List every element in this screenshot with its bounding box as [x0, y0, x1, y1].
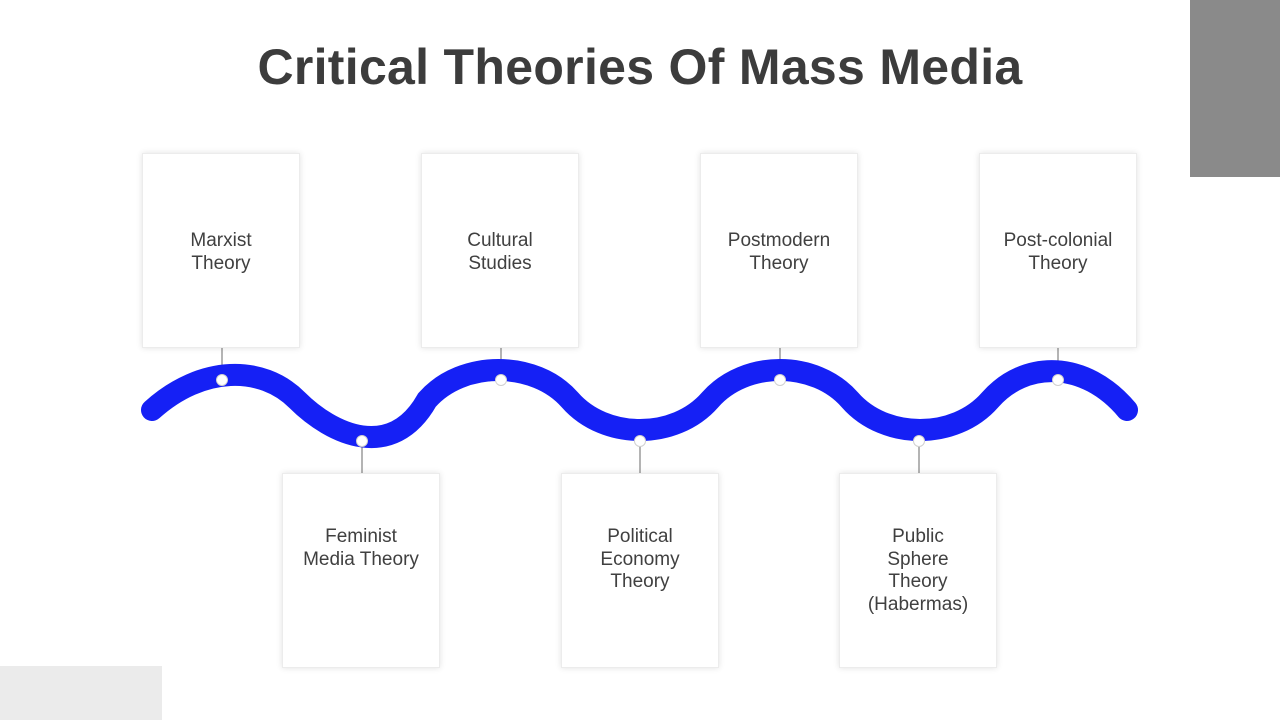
timeline-node-dot: [913, 435, 925, 447]
card-label: Marxist Theory: [190, 230, 252, 274]
timeline-node-dot: [1052, 374, 1064, 386]
card-label: Feminist Media Theory: [303, 526, 419, 570]
timeline-node-dot: [356, 435, 368, 447]
card-label: Postmodern Theory: [727, 230, 831, 274]
card-public-sphere-theory: Public Sphere Theory (Habermas): [839, 473, 997, 668]
corner-decoration-bottom-left: [0, 666, 162, 720]
card-post-colonial-theory: Post-colonial Theory: [979, 153, 1137, 348]
wave-line: [141, 359, 1138, 449]
card-label: Political Economy Theory: [600, 526, 680, 592]
card-feminist-media-theory: Feminist Media Theory: [282, 473, 440, 668]
connector-lines: [221, 348, 1059, 473]
card-label: Post-colonial Theory: [1003, 230, 1113, 274]
corner-decoration-top-right: [1190, 0, 1280, 177]
timeline-node-dot: [216, 374, 228, 386]
timeline-node-dot: [774, 374, 786, 386]
card-political-economy-theory: Political Economy Theory: [561, 473, 719, 668]
card-postmodern-theory: Postmodern Theory: [700, 153, 858, 348]
timeline-node-dot: [634, 435, 646, 447]
card-label: Cultural Studies: [467, 230, 533, 274]
slide-title: Critical Theories Of Mass Media: [257, 39, 1023, 95]
timeline-node-dot: [495, 374, 507, 386]
card-cultural-studies: Cultural Studies: [421, 153, 579, 348]
card-label: Public Sphere Theory (Habermas): [867, 526, 969, 615]
timeline-nodes: [216, 374, 1064, 447]
card-marxist-theory: Marxist Theory: [142, 153, 300, 348]
